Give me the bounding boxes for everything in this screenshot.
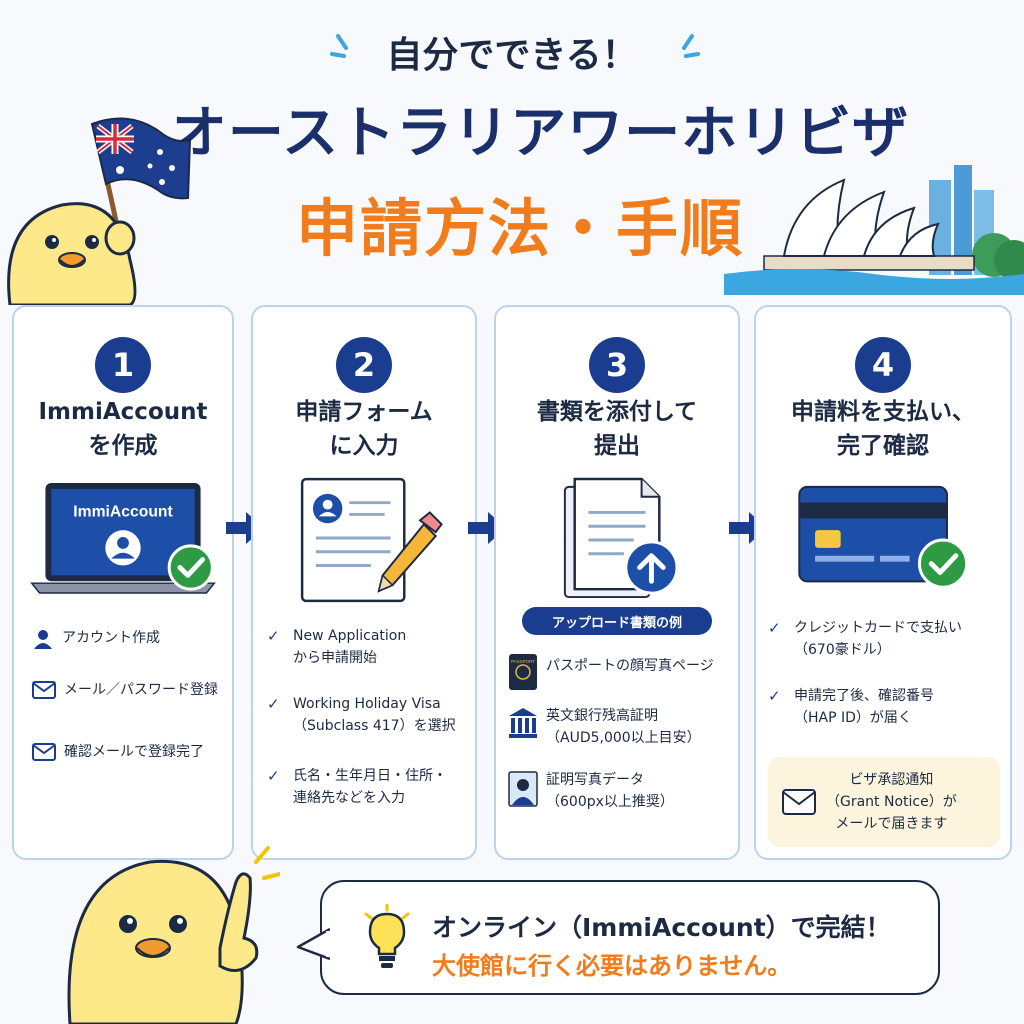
- list-item: 英文銀行残高証明（AUD5,000以上目安）: [508, 705, 701, 749]
- mail-icon: [782, 789, 816, 815]
- id-photo-icon: [508, 771, 538, 807]
- step-number-badge: 3: [589, 337, 645, 393]
- check-icon: ✓: [768, 687, 781, 705]
- speech-bubble-tail: [296, 927, 330, 961]
- sydney-opera-house-illustration: [724, 165, 1024, 295]
- list-item: メール／パスワード登録: [32, 679, 218, 701]
- step-card-1: 1 ImmiAccount を作成 ImmiAccount アカウント作成 メー…: [12, 305, 234, 860]
- check-icon: ✓: [267, 767, 280, 785]
- chick-mascot-with-flag: [7, 117, 192, 305]
- bubble-line-1: オンライン（ImmiAccount）で完結！: [432, 913, 891, 942]
- header: 自分でできる！ オーストラリアワーホリビザ 申請方法・手順: [0, 0, 1024, 305]
- step-number-badge: 2: [336, 337, 392, 393]
- pencil-icon: [377, 511, 443, 593]
- list-item: PASSPORT パスポートの顔写真ページ: [508, 651, 714, 691]
- list-item: 証明写真データ（600px以上推奨）: [508, 769, 674, 813]
- application-form-illustration: [300, 477, 443, 603]
- svg-text:PASSPORT: PASSPORT: [511, 659, 535, 664]
- check-circle-icon: [167, 544, 214, 591]
- check-circle-icon: [917, 538, 969, 589]
- credit-card-illustration: [798, 485, 969, 589]
- list-item: アカウント作成: [32, 627, 160, 649]
- document-upload-illustration: [563, 477, 679, 599]
- mail-icon: [32, 681, 56, 699]
- light-bulb-icon: [364, 904, 410, 968]
- step-card-4: 4 申請料を支払い、 完了確認 ✓ クレジットカードで支払い（670豪ドル） ✓…: [754, 305, 1012, 860]
- mail-icon: [32, 743, 56, 761]
- laptop-screen-label: ImmiAccount: [73, 503, 173, 520]
- check-icon: ✓: [768, 619, 781, 637]
- step-title: ImmiAccount を作成: [38, 399, 208, 459]
- chick-mascot-pointing: [67, 846, 280, 1024]
- step-card-3: 3 書類を添付して 提出 アップロード書類の例 PASSPORT パスポートの顔…: [494, 305, 740, 860]
- bubble-line-2: 大使館に行く必要はありません。: [432, 952, 792, 980]
- passport-icon: PASSPORT: [509, 654, 537, 690]
- subtitle: 自分でできる！: [386, 35, 638, 76]
- page-subtitle: 申請方法・手順: [295, 192, 744, 265]
- list-item: ✓ Working Holiday Visa（Subclass 417）を選択: [267, 695, 456, 734]
- step-title: 申請フォーム に入力: [295, 399, 433, 459]
- sparkle-right-icon: [682, 34, 700, 58]
- upload-examples-label: アップロード書類の例: [522, 607, 712, 635]
- list-item: ✓ クレジットカードで支払い（670豪ドル）: [768, 619, 962, 658]
- laptop-illustration: ImmiAccount: [30, 483, 216, 594]
- australian-flag-icon: [90, 117, 192, 200]
- step-number-badge: 4: [855, 337, 911, 393]
- sparkle-left-icon: [330, 34, 348, 58]
- speech-bubble: オンライン（ImmiAccount）で完結！ 大使館に行く必要はありません。: [320, 880, 940, 995]
- list-item: ✓ 氏名・生年月日・住所・連絡先などを入力: [267, 767, 447, 806]
- list-item: ✓ 申請完了後、確認番号（HAP ID）が届く: [768, 687, 934, 726]
- check-icon: ✓: [267, 695, 280, 713]
- grant-notice-box: ビザ承認通知 （Grant Notice）が メールで届きます: [768, 757, 1000, 847]
- bank-icon: [509, 708, 537, 738]
- check-icon: ✓: [267, 627, 280, 645]
- step-number-badge: 1: [95, 337, 151, 393]
- step-title: 申請料を支払い、 完了確認: [791, 399, 975, 459]
- list-item: 確認メールで登録完了: [32, 741, 204, 763]
- user-icon: [34, 630, 52, 649]
- page-title: オーストラリアワーホリビザ: [170, 101, 910, 166]
- step-title: 書類を添付して 提出: [536, 399, 698, 459]
